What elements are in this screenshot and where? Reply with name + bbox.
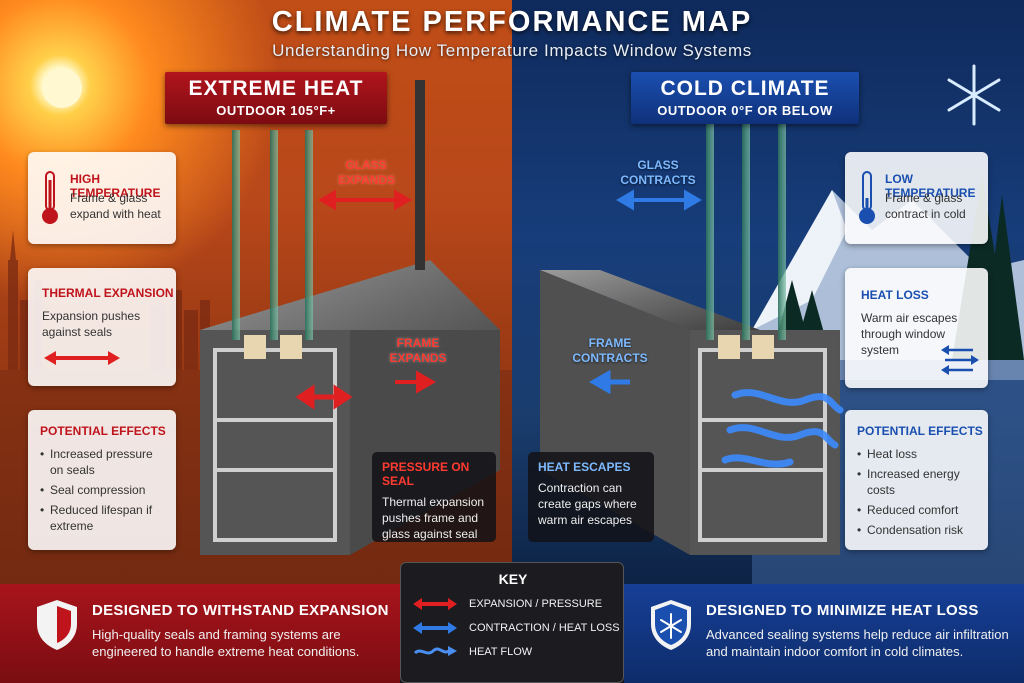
wave-arrow-icon <box>413 646 457 656</box>
pressure-on-seal-callout: PRESSURE ON SEAL Thermal expansion pushe… <box>372 452 496 542</box>
legend-key: KEY EXPANSION / PRESSURE CONTRACTION / H… <box>400 562 624 683</box>
cold-heat-loss-heading: HEAT LOSS <box>861 288 929 302</box>
heat-banner-title: EXTREME HEAT <box>188 77 364 100</box>
heat-effect-item: Increased pressure on seals <box>40 446 168 478</box>
cold-footer-text: Advanced sealing systems help reduce air… <box>706 627 1009 659</box>
frame-expands-arrow <box>395 370 437 394</box>
cold-footer-heading: DESIGNED TO MINIMIZE HEAT LOSS <box>706 602 979 619</box>
key-title: KEY <box>498 571 528 587</box>
heat-expansion-heading: THERMAL EXPANSION <box>42 286 174 300</box>
glass-expands-arrow <box>318 189 412 211</box>
heat-escapes-callout: HEAT ESCAPES Contraction can create gaps… <box>528 452 654 542</box>
cold-temperature-text: Frame & glass contract in cold <box>885 191 966 221</box>
heat-banner: EXTREME HEAT OUTDOOR 105°F+ <box>165 72 387 124</box>
cold-banner-title: COLD CLIMATE <box>660 77 830 100</box>
blue-double-arrow-icon <box>413 622 457 634</box>
frame-contracts-arrow <box>588 369 630 395</box>
cold-effect-item: Condensation risk <box>857 522 981 538</box>
seal-pressure-arrow <box>295 384 353 410</box>
heat-footer: DESIGNED TO WITHSTAND EXPANSION High-qua… <box>0 584 400 683</box>
heat-temperature-text: Frame & glass expand with heat <box>70 191 161 221</box>
cold-effects-heading: POTENTIAL EFFECTS <box>857 424 983 438</box>
key-item: HEAT FLOW <box>413 643 532 661</box>
cold-effects-card: POTENTIAL EFFECTS Heat loss Increased en… <box>845 410 988 550</box>
heat-escapes-text: Contraction can create gaps where warm a… <box>538 481 637 527</box>
key-item-label: EXPANSION / PRESSURE <box>469 598 603 610</box>
heat-banner-subtitle: OUTDOOR 105°F+ <box>216 103 336 118</box>
snowflake-shield-icon <box>651 600 691 650</box>
cold-temperature-card: LOW TEMPERATURE Frame & glass contract i… <box>845 152 988 244</box>
pressure-on-seal-heading: PRESSURE ON SEAL <box>382 460 470 488</box>
thermometer-low-icon <box>859 171 875 224</box>
glass-expands-label: GLASS EXPANDS <box>338 158 396 187</box>
cold-heat-loss-card: HEAT LOSS Warm air escapes through windo… <box>845 268 988 388</box>
heat-effect-item: Reduced lifespan if extreme <box>40 502 168 534</box>
key-item: CONTRACTION / HEAT LOSS <box>413 619 620 637</box>
heat-escapes-heading: HEAT ESCAPES <box>538 460 631 474</box>
key-item-label: HEAT FLOW <box>469 646 533 658</box>
heat-temperature-heading: HIGH TEMPERATURE <box>70 172 161 200</box>
frame-expands-label: FRAME EXPANDS <box>389 336 447 365</box>
shield-icon <box>37 600 77 650</box>
cold-effect-item: Heat loss <box>857 446 981 462</box>
key-item-label: CONTRACTION / HEAT LOSS <box>469 622 620 634</box>
header: CLIMATE PERFORMANCE MAP Understanding Ho… <box>0 6 1024 61</box>
heat-effects-card: POTENTIAL EFFECTS Increased pressure on … <box>28 410 176 550</box>
cold-effect-item: Increased energy costs <box>857 466 981 498</box>
heat-effect-item: Seal compression <box>40 482 168 498</box>
page-title: CLIMATE PERFORMANCE MAP <box>271 6 753 38</box>
heat-expansion-text: Expansion pushes against seals <box>42 309 141 339</box>
heat-footer-text: High-quality seals and framing systems a… <box>92 627 360 659</box>
cold-banner-subtitle: OUTDOOR 0°F OR BELOW <box>657 103 833 118</box>
heat-temperature-card: HIGH TEMPERATURE Frame & glass expand wi… <box>28 152 176 244</box>
page-subtitle: Understanding How Temperature Impacts Wi… <box>272 41 752 60</box>
thermometer-high-icon <box>42 171 58 224</box>
heat-expansion-card: THERMAL EXPANSION Expansion pushes again… <box>28 268 176 386</box>
cold-effect-item: Reduced comfort <box>857 502 981 518</box>
heat-footer-heading: DESIGNED TO WITHSTAND EXPANSION <box>92 602 389 619</box>
airflow-icon <box>941 345 979 375</box>
double-arrow-icon <box>44 351 120 365</box>
heat-flow-arrows <box>721 389 844 468</box>
pressure-on-seal-text: Thermal expansion pushes frame and glass… <box>382 495 485 541</box>
heat-effects-heading: POTENTIAL EFFECTS <box>40 424 166 438</box>
frame-contracts-label: FRAME CONTRACTS <box>572 336 648 365</box>
cold-footer: DESIGNED TO MINIMIZE HEAT LOSS Advanced … <box>624 584 1024 683</box>
cold-banner: COLD CLIMATE OUTDOOR 0°F OR BELOW <box>631 72 859 124</box>
key-item: EXPANSION / PRESSURE <box>413 595 602 613</box>
red-double-arrow-icon <box>413 598 457 610</box>
glass-contracts-label: GLASS CONTRACTS <box>620 158 696 187</box>
glass-contracts-arrow <box>616 189 702 211</box>
